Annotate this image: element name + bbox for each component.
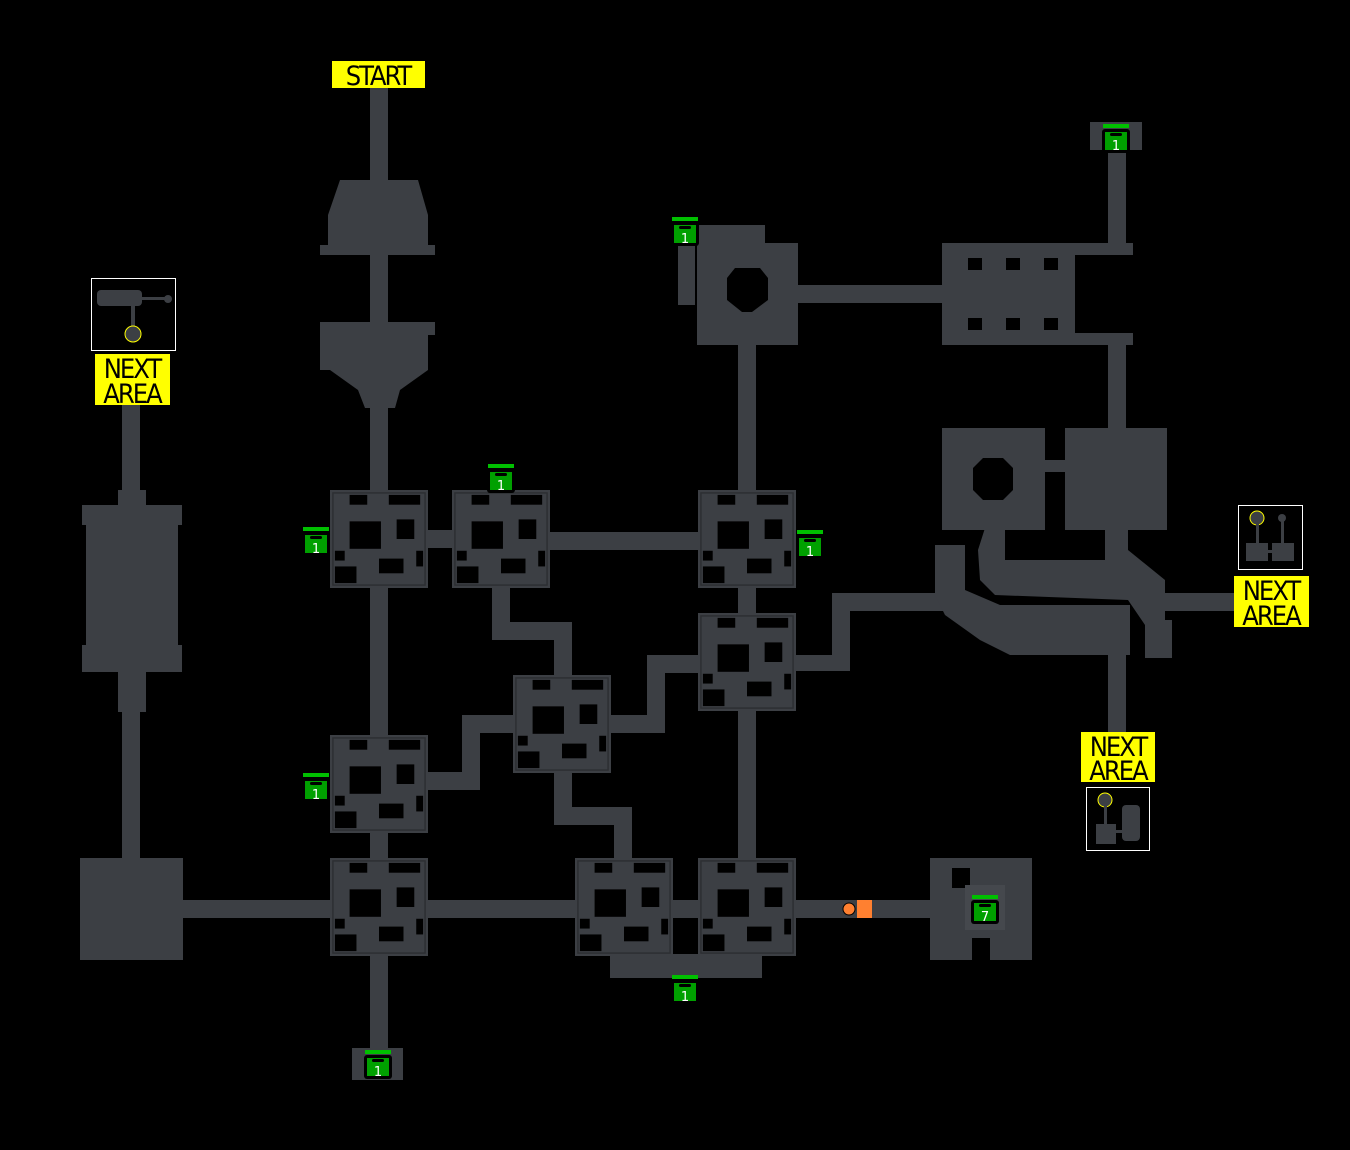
area-minimap [1086, 787, 1150, 851]
rooms [330, 490, 796, 956]
chest-icon[interactable]: 7 [971, 895, 999, 925]
svg-text:1: 1 [806, 545, 814, 560]
start-marker: START [332, 61, 425, 92]
door-icon[interactable] [857, 900, 872, 918]
next-area-label: AREA [1242, 601, 1302, 632]
svg-text:1: 1 [312, 542, 320, 557]
chest-icon[interactable]: 1 [302, 773, 330, 803]
next-area-label: NEXT [1243, 576, 1302, 607]
svg-text:1: 1 [497, 479, 505, 494]
room [698, 490, 796, 588]
floor-corridors [80, 88, 1235, 1080]
location-marker-icon [124, 325, 142, 343]
room [698, 858, 796, 956]
room [575, 858, 673, 956]
room [513, 675, 611, 773]
chest-icon[interactable]: 1 [796, 530, 824, 560]
chests[interactable]: 1 1 1 1 1 1 1 1 7 [302, 124, 1130, 1080]
room [452, 490, 550, 588]
next-area-label: NEXT [104, 354, 163, 385]
next-area-west[interactable]: NEXT AREA [91, 278, 176, 411]
room [330, 490, 428, 588]
svg-text:7: 7 [981, 910, 989, 925]
start-label: START [346, 61, 413, 92]
svg-text:1: 1 [312, 788, 320, 803]
location-marker-icon [1097, 792, 1113, 808]
next-area-label: AREA [103, 379, 163, 410]
door-switch-icon[interactable] [842, 902, 856, 916]
chest-icon[interactable]: 1 [671, 975, 699, 1005]
chest-icon[interactable]: 1 [1102, 124, 1130, 154]
chest-icon[interactable]: 1 [302, 527, 330, 557]
chest-icon[interactable]: 1 [487, 464, 515, 494]
room [698, 612, 796, 712]
svg-text:1: 1 [1112, 139, 1120, 154]
room [330, 858, 428, 956]
svg-text:1: 1 [681, 990, 689, 1005]
next-area-label: NEXT [1090, 732, 1149, 763]
room [330, 735, 428, 833]
next-area-east[interactable]: NEXT AREA [1234, 505, 1309, 633]
chest-icon[interactable]: 1 [671, 217, 699, 247]
svg-text:1: 1 [374, 1065, 382, 1080]
locked-door[interactable] [842, 900, 872, 918]
next-area-label: AREA [1089, 756, 1149, 787]
chest-icon[interactable]: 1 [364, 1050, 392, 1080]
next-area-southeast[interactable]: NEXT AREA [1081, 732, 1155, 851]
svg-text:1: 1 [681, 232, 689, 247]
